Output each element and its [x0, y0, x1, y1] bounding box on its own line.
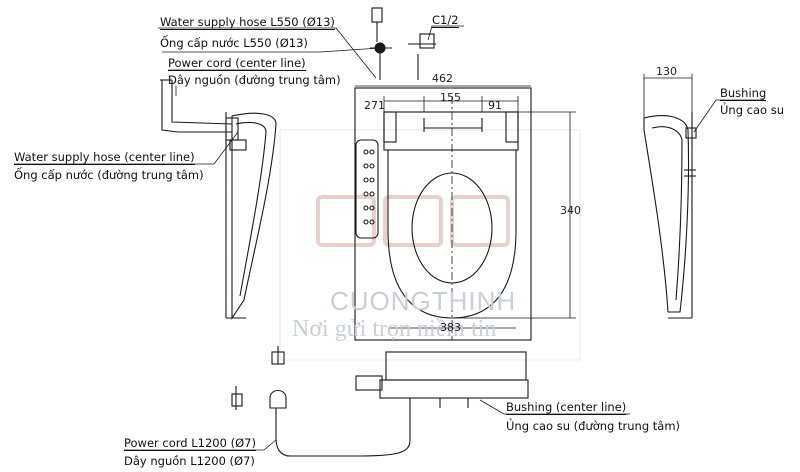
label-water-hose-top-vi: Ống cấp nước L550 (Ø13) [160, 36, 308, 50]
dim-side-depth: 130 [656, 65, 677, 78]
right-side-view [643, 74, 697, 319]
dim-right-offset: 91 [488, 99, 502, 112]
watermark-brand: CUONGTHINH [330, 286, 517, 316]
leader-lines [14, 25, 764, 451]
label-bushing-center-vi: Ủng cao su (đường trung tâm) [506, 419, 681, 433]
label-water-hose-center-en: Water supply hose (center line) [14, 150, 195, 165]
label-bushing-center-en: Bushing (center line) [506, 400, 627, 415]
label-power-cord-center-vi: Dây nguồn (đường trung tâm) [168, 73, 341, 87]
left-side-view [160, 79, 277, 320]
label-water-hose-center-vi: Ống cấp nước (đường trung tâm) [14, 168, 204, 182]
dim-hole-spacing: 155 [440, 91, 461, 104]
label-power-cord-bottom-en: Power cord L1200 (Ø7) [124, 436, 256, 451]
dim-seat-width: 383 [440, 321, 461, 334]
dim-length: 340 [560, 204, 581, 217]
label-water-hose-top-en: Water supply hose L550 (Ø13) [160, 15, 335, 30]
bottom-view [231, 346, 529, 457]
dim-left-offset: 271 [364, 99, 385, 112]
label-power-cord-bottom-vi: Dây nguồn L1200 (Ø7) [124, 454, 255, 468]
watermark-slogan: Nơi gửi trọn niềm tin [292, 316, 497, 342]
watermark-frame [279, 129, 581, 361]
label-c-half: C1/2 [432, 13, 459, 28]
label-bushing-vi: Ủng cao su [720, 103, 785, 117]
label-bushing-en: Bushing [720, 86, 767, 101]
dim-width-total: 462 [432, 72, 453, 85]
label-power-cord-center-en: Power cord (center line) [168, 56, 306, 71]
